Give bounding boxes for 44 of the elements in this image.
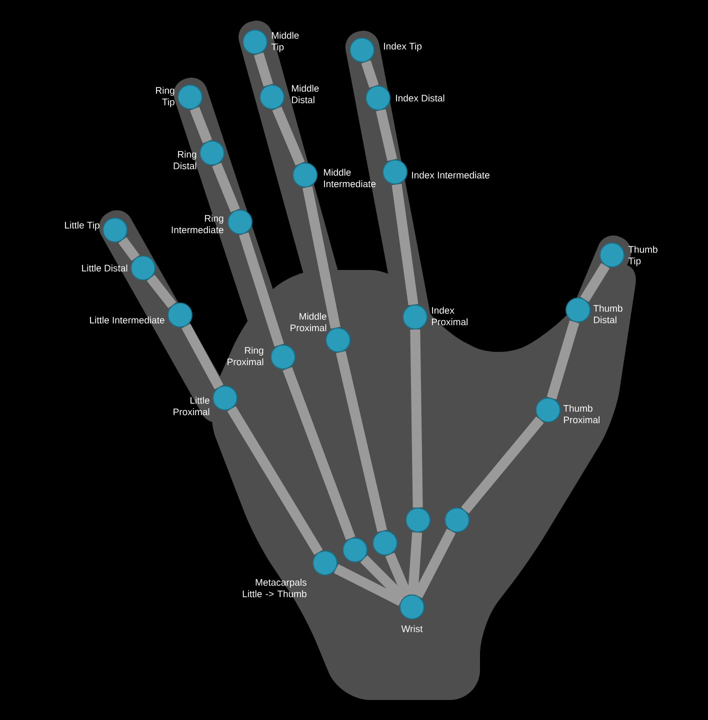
joint-label: Thumb Distal bbox=[593, 304, 622, 324]
bone bbox=[376, 109, 398, 161]
bone bbox=[361, 60, 379, 88]
joint-label: Ring Proximal bbox=[228, 346, 264, 366]
joint-label: Ring Distal bbox=[174, 150, 196, 170]
joint-label: Index Distal bbox=[396, 94, 444, 102]
joint-label: Thumb Tip bbox=[628, 246, 658, 266]
bone bbox=[408, 532, 422, 595]
bone bbox=[461, 416, 544, 514]
joint-label: Thumb Proximal bbox=[563, 404, 600, 424]
joint-label: Ring Tip bbox=[156, 86, 174, 108]
bone bbox=[212, 162, 240, 212]
bone bbox=[118, 237, 140, 261]
joint-sphere bbox=[406, 508, 430, 532]
joint-sphere bbox=[444, 508, 470, 532]
joint-label: Ring Intermediate bbox=[172, 214, 224, 234]
bone bbox=[546, 320, 580, 400]
bone bbox=[239, 232, 284, 347]
bone bbox=[360, 555, 407, 602]
bone bbox=[272, 106, 305, 166]
bone bbox=[146, 274, 176, 308]
joint-label: Index Proximal bbox=[432, 306, 468, 326]
joint-label: Index Tip bbox=[384, 42, 422, 52]
bone bbox=[580, 263, 610, 302]
joint-label: Middle Tip bbox=[271, 32, 299, 52]
joint-label: Middle Distal bbox=[292, 84, 319, 104]
bone bbox=[302, 186, 340, 329]
bone bbox=[413, 528, 456, 598]
joint-label: Little Proximal bbox=[174, 396, 210, 416]
joint-sphere bbox=[312, 550, 338, 576]
joint-sphere bbox=[342, 538, 368, 562]
bone bbox=[385, 552, 412, 598]
joint-label: Middle Proximal bbox=[290, 312, 326, 332]
joint-label: Little Intermediate bbox=[90, 316, 164, 324]
bone bbox=[336, 351, 388, 532]
joint-label: Index Intermediate bbox=[412, 172, 490, 178]
joint-label: Little Tip bbox=[65, 222, 100, 230]
bone bbox=[334, 564, 404, 606]
bone bbox=[227, 406, 323, 555]
group-label: Metacarpals Little -> Thumb bbox=[242, 578, 306, 598]
joint-sphere bbox=[372, 530, 398, 556]
joint-label: Middle Intermediate bbox=[324, 168, 376, 188]
joint-label: Wrist bbox=[401, 625, 423, 632]
joint-label: Little Distal bbox=[82, 264, 128, 272]
